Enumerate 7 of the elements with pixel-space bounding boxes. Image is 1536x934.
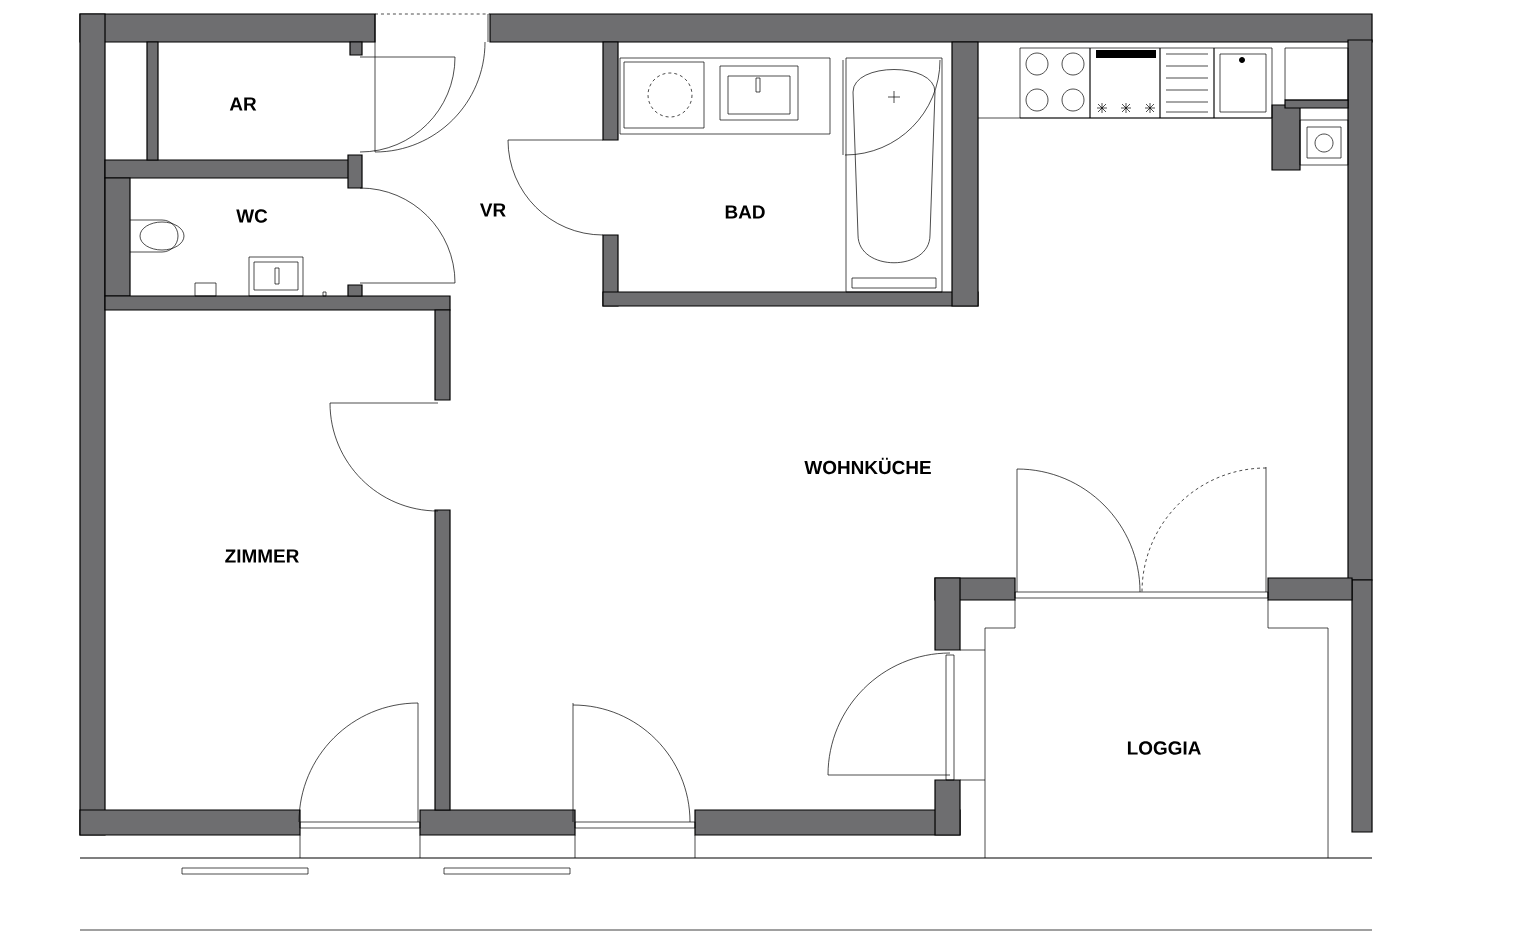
room-label: WOHNKÜCHE	[804, 457, 931, 475]
room-label: VR	[480, 203, 506, 217]
room-label: BAD	[725, 205, 765, 219]
room-label: AR	[229, 97, 257, 111]
room-label: ZIMMER	[225, 549, 299, 563]
room-label: LOGGIA	[1127, 741, 1201, 755]
room-label: WC	[236, 209, 268, 223]
